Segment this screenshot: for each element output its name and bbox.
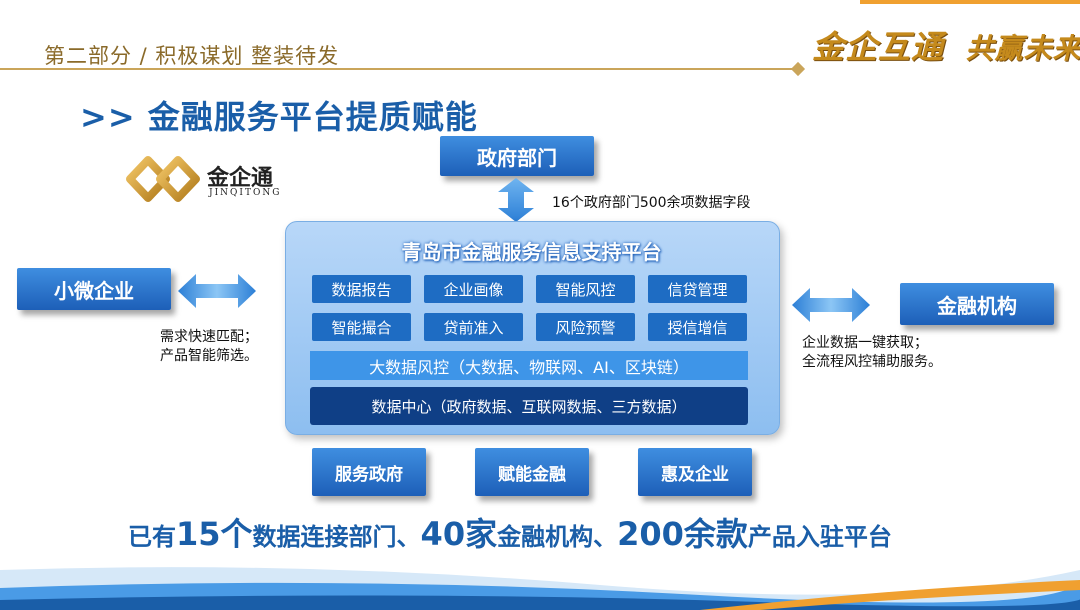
- section-title: 第二部分 / 积极谋划 整装待发: [44, 44, 340, 68]
- module-credit-enhancement: 授信增信: [648, 313, 747, 341]
- slogan-part2: 共赢未来: [965, 32, 1080, 65]
- summary-institutions-count: 40家: [420, 515, 498, 553]
- module-smart-matching: 智能撮合: [312, 313, 411, 341]
- sme-note-line1: 需求快速匹配；: [160, 329, 258, 345]
- government-note: 16个政府部门500余项数据字段: [552, 195, 751, 211]
- footer-wave-decoration: [0, 567, 1080, 610]
- big-data-risk-bar: 大数据风控（大数据、物联网、AI、区块链）: [310, 351, 748, 380]
- module-credit-management: 信贷管理: [648, 275, 747, 303]
- summary-departments-text: 数据连接部门、: [252, 523, 421, 551]
- top-accent-strip: [860, 0, 1080, 4]
- left-double-arrow-icon: [178, 274, 256, 308]
- module-risk-warning: 风险预警: [536, 313, 635, 341]
- financial-institution-label: 金融机构: [900, 283, 1054, 325]
- platform-title: 青岛市金融服务信息支持平台: [401, 240, 662, 264]
- module-data-report: 数据报告: [312, 275, 411, 303]
- government-label: 政府部门: [440, 136, 594, 176]
- logo-name-cn: 金企通: [207, 165, 274, 191]
- sme-label: 小微企业: [17, 268, 171, 310]
- financial-note-line2: 全流程风控辅助服务。: [802, 354, 942, 370]
- summary-institutions-text: 金融机构、: [497, 523, 618, 551]
- right-double-arrow-icon: [792, 288, 870, 322]
- header-divider-dot: [790, 61, 806, 77]
- logo-name-en: JINQITONG: [209, 188, 282, 198]
- empower-finance-label: 赋能金融: [475, 448, 589, 496]
- benefit-enterprise-label: 惠及企业: [638, 448, 752, 496]
- data-center-bar: 数据中心（政府数据、互联网数据、三方数据）: [310, 387, 748, 425]
- summary-products-text: 产品入驻平台: [747, 523, 892, 551]
- module-enterprise-profile: 企业画像: [424, 275, 523, 303]
- summary-departments-count: 15个: [176, 515, 253, 553]
- slogan-calligraphy: 金企互通 共赢未来: [812, 22, 1080, 74]
- summary-products-count: 200余款: [617, 515, 748, 553]
- slogan-part1: 金企互通: [812, 28, 945, 66]
- financial-note: 企业数据一键获取； 全流程风控辅助服务。: [802, 334, 942, 372]
- sme-note: 需求快速匹配； 产品智能筛选。: [160, 328, 258, 366]
- serve-government-label: 服务政府: [312, 448, 426, 496]
- summary-statement: 已有15个数据连接部门、40家金融机构、200余款产品入驻平台: [128, 509, 892, 555]
- financial-note-line1: 企业数据一键获取；: [802, 335, 928, 351]
- jinqitong-logo-icon: [126, 156, 200, 202]
- module-smart-risk-control: 智能风控: [536, 275, 635, 303]
- sme-note-line2: 产品智能筛选。: [160, 348, 258, 364]
- summary-prefix: 已有: [128, 523, 176, 551]
- header-divider: [0, 68, 800, 70]
- vertical-double-arrow-icon: [498, 178, 534, 222]
- module-pre-loan-access: 贷前准入: [424, 313, 523, 341]
- page-title: >> 金融服务平台提质赋能: [80, 98, 478, 136]
